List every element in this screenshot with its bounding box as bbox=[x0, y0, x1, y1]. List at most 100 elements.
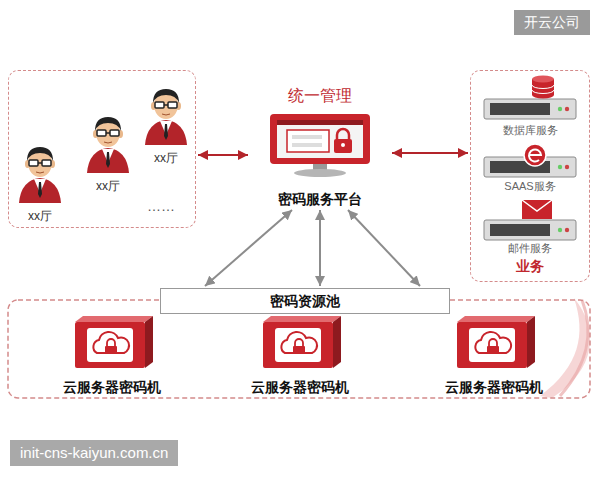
screen-bar bbox=[277, 120, 363, 125]
box-side bbox=[145, 316, 153, 368]
person-icon bbox=[140, 85, 192, 145]
server-light bbox=[558, 107, 562, 111]
resource-pool-band: 密码资源池 bbox=[160, 288, 450, 314]
node-label: …… bbox=[147, 198, 175, 215]
input-field bbox=[292, 135, 322, 139]
envelope-flap bbox=[522, 200, 552, 211]
saas-icon bbox=[480, 143, 580, 179]
glasses bbox=[168, 102, 177, 108]
db-bands bbox=[532, 85, 554, 94]
node-label: 云服务器密码机 bbox=[251, 379, 349, 396]
swoosh-line bbox=[560, 300, 588, 396]
db-icon bbox=[480, 75, 580, 121]
node-label: 邮件服务 bbox=[508, 242, 552, 255]
tie bbox=[106, 152, 110, 168]
lock-hole bbox=[341, 143, 345, 147]
suit-body bbox=[19, 178, 61, 203]
lock-body bbox=[487, 346, 499, 354]
node-label: 密码资源池 bbox=[270, 293, 340, 310]
suit-body bbox=[87, 148, 129, 173]
corner-badge: 开云公司 bbox=[514, 10, 590, 35]
input-field bbox=[292, 143, 322, 147]
node-label: 云服务器密码机 bbox=[445, 379, 543, 396]
server-vent bbox=[490, 224, 550, 236]
saas-swirl bbox=[529, 150, 541, 162]
cloud-outline bbox=[281, 332, 317, 353]
user-figure: xx厅 bbox=[81, 113, 135, 193]
box-top bbox=[263, 316, 341, 322]
monitor-base bbox=[294, 169, 346, 177]
tie bbox=[38, 182, 42, 198]
box-panel bbox=[275, 328, 321, 362]
cloud-outline bbox=[475, 332, 511, 353]
node-label: SAAS服务 bbox=[504, 180, 555, 193]
server-rack bbox=[484, 99, 576, 119]
connector-arrow bbox=[205, 210, 292, 286]
node-label: 数据库服务 bbox=[503, 124, 558, 137]
glasses bbox=[42, 160, 51, 166]
server-vent bbox=[490, 103, 550, 115]
box-top bbox=[75, 316, 153, 322]
mouth bbox=[36, 172, 44, 173]
glasses bbox=[155, 102, 164, 108]
tie bbox=[164, 124, 168, 140]
node-label: 云服务器密码机 bbox=[63, 379, 161, 396]
suit-body bbox=[145, 120, 187, 145]
lock-body bbox=[105, 346, 117, 354]
mouth bbox=[162, 114, 170, 115]
cipher-machine: 云服务器密码机 bbox=[57, 314, 167, 396]
glasses bbox=[97, 130, 106, 136]
user-figure: xx厅 bbox=[139, 85, 193, 165]
lock-shackle bbox=[337, 129, 349, 139]
node-label: xx厅 bbox=[154, 151, 178, 165]
machine-icon bbox=[255, 314, 345, 370]
connector-arrow bbox=[392, 152, 468, 154]
lock-body bbox=[293, 346, 305, 354]
machine-icon bbox=[449, 314, 539, 370]
business-group: 业务 数据库服务 SAAS服务邮件服务 bbox=[470, 70, 590, 282]
node-label: 业务 bbox=[516, 258, 544, 275]
box-front bbox=[457, 322, 527, 368]
lock-body bbox=[334, 139, 352, 153]
glasses bbox=[29, 160, 38, 166]
monitor-screen bbox=[277, 120, 363, 158]
glasses-bridge bbox=[164, 104, 168, 106]
login-window bbox=[287, 130, 329, 152]
cloud-outline bbox=[93, 332, 129, 353]
cipher-machine: 云服务器密码机 bbox=[245, 314, 355, 396]
node-label: xx厅 bbox=[28, 209, 52, 223]
box-front bbox=[75, 322, 145, 368]
node-label: xx厅 bbox=[96, 179, 120, 193]
node-label: 密码服务平台 bbox=[278, 191, 362, 208]
box-side bbox=[333, 316, 341, 368]
box-side bbox=[527, 316, 535, 368]
monitor-icon bbox=[265, 112, 375, 178]
lock-shackle bbox=[295, 339, 303, 346]
glasses-bridge bbox=[106, 132, 110, 134]
user-figure: xx厅 bbox=[13, 143, 67, 223]
box-front bbox=[263, 322, 333, 368]
server-light bbox=[558, 228, 562, 232]
person-icon bbox=[14, 143, 66, 203]
box-panel bbox=[469, 328, 515, 362]
resource-region bbox=[8, 300, 590, 398]
db-top bbox=[532, 76, 554, 83]
hair bbox=[153, 89, 179, 103]
glasses-bridge bbox=[38, 162, 42, 164]
cipher-machine: 云服务器密码机 bbox=[439, 314, 549, 396]
box-top bbox=[457, 316, 535, 322]
mail-icon bbox=[480, 199, 580, 241]
server-light bbox=[565, 107, 569, 111]
connector-arrow bbox=[348, 210, 420, 286]
server-light bbox=[565, 165, 569, 169]
person-icon bbox=[82, 113, 134, 173]
server-light bbox=[565, 228, 569, 232]
connector-arrow bbox=[198, 154, 248, 156]
lock-shackle bbox=[489, 339, 497, 346]
node-label: 统一管理 bbox=[288, 86, 352, 105]
machine-icon bbox=[67, 314, 157, 370]
box-panel bbox=[87, 328, 133, 362]
glasses bbox=[110, 130, 119, 136]
monitor-frame bbox=[270, 114, 370, 164]
envelope bbox=[522, 200, 552, 219]
